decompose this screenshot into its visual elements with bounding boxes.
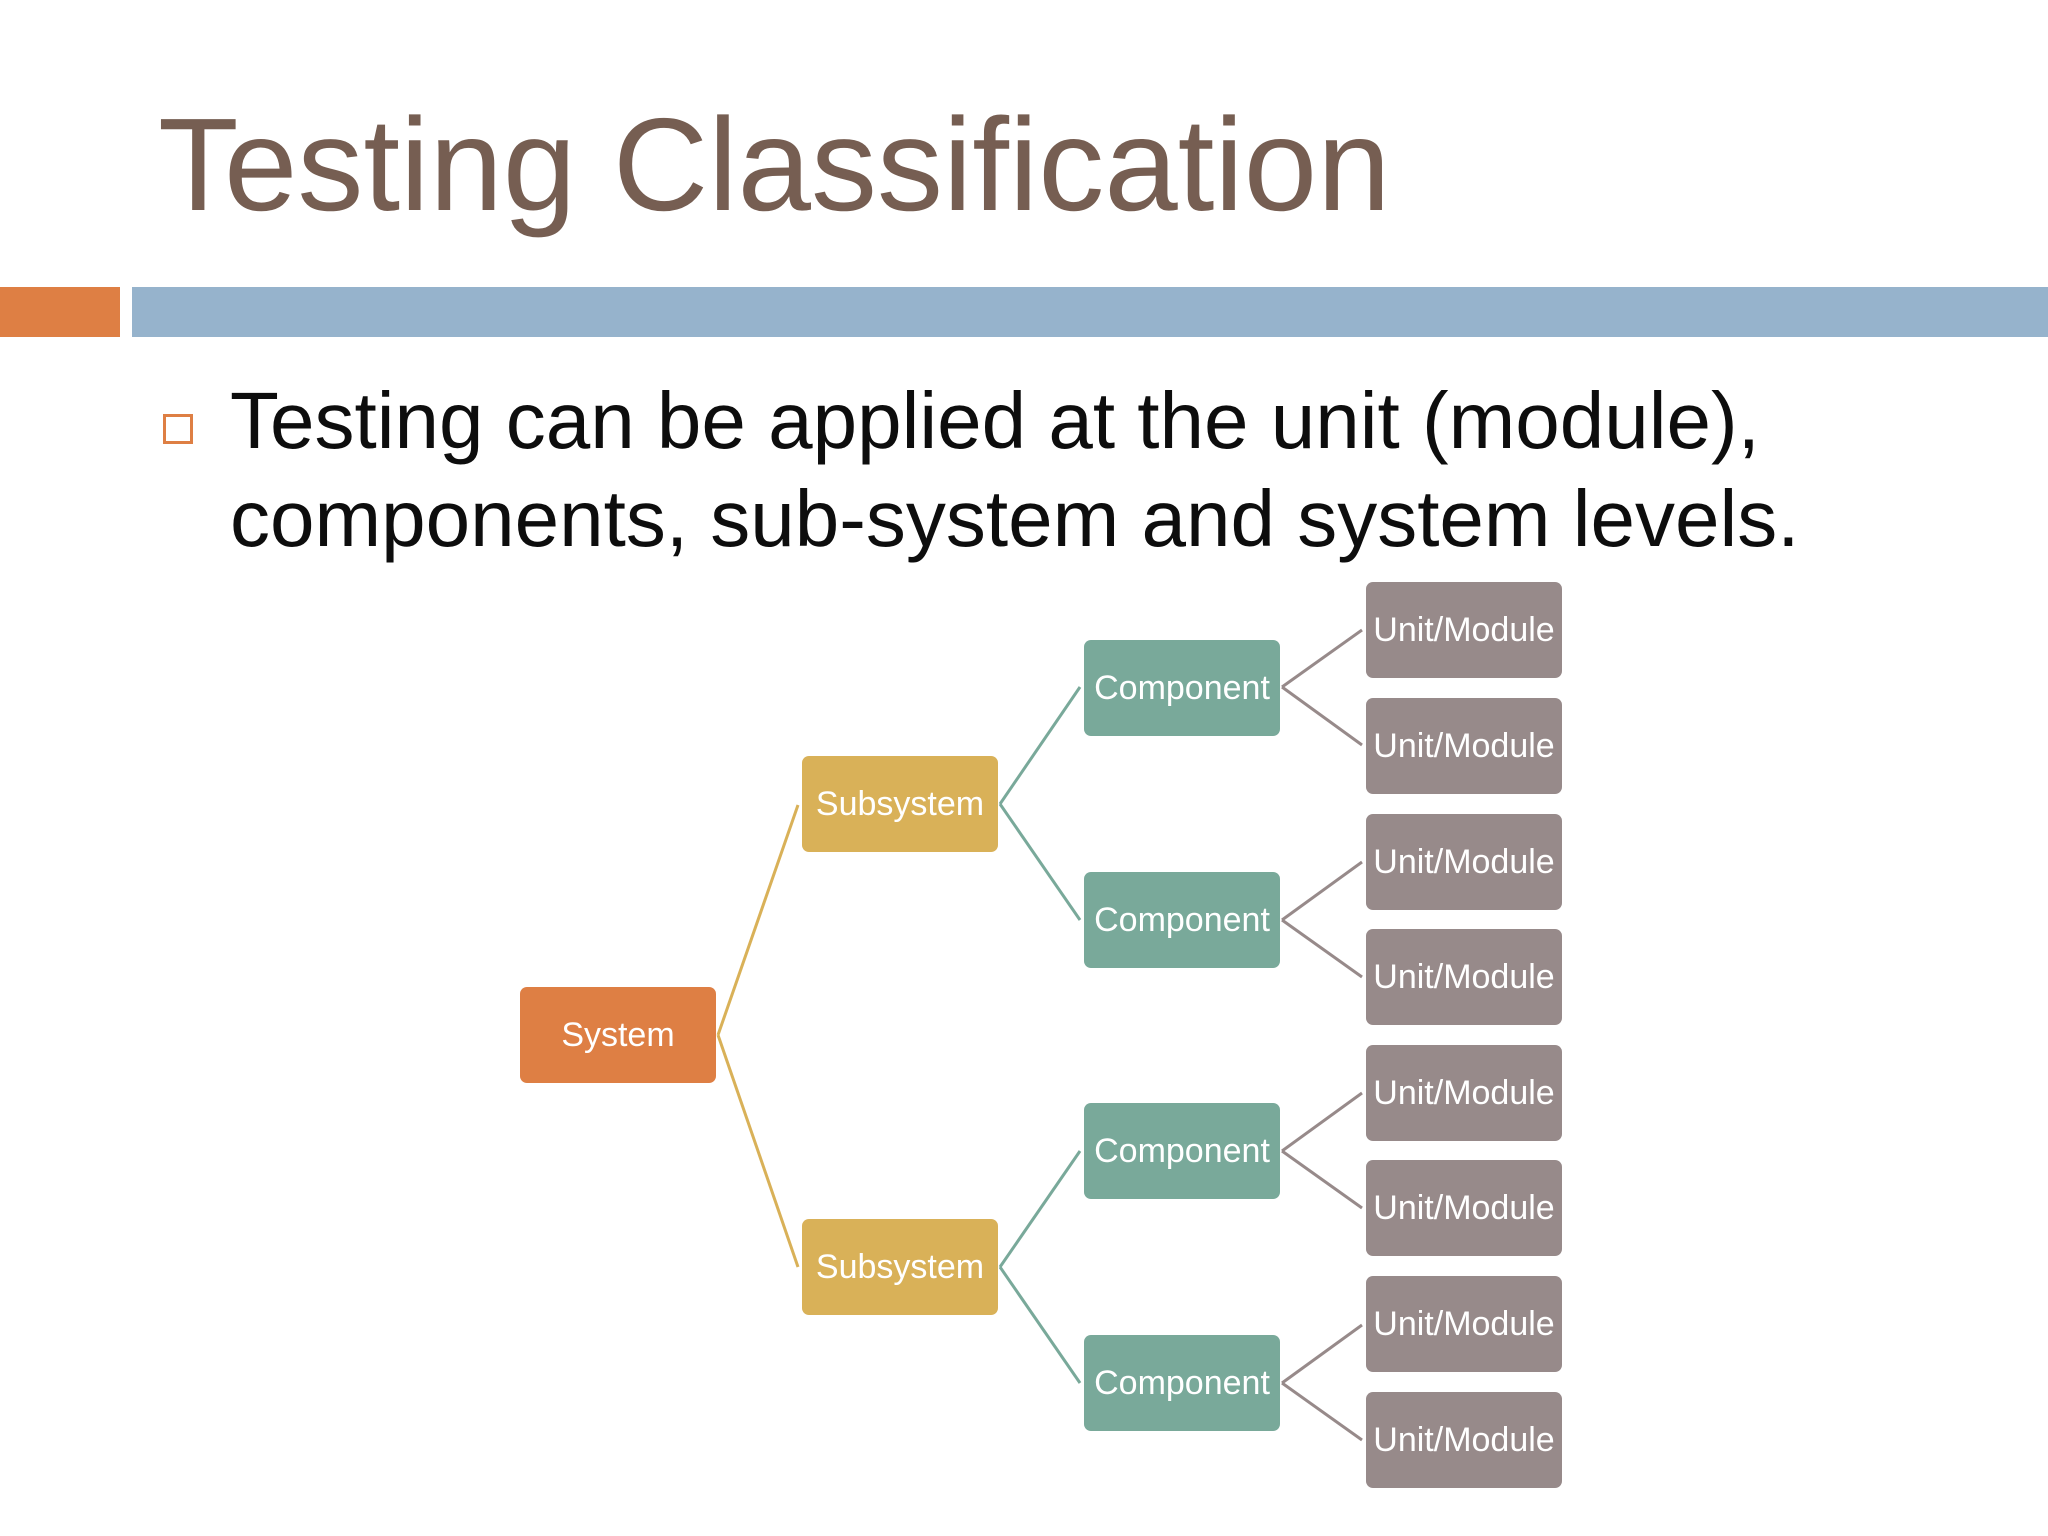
connector-subsystem1-component1 xyxy=(998,686,1082,805)
connector-component3-unit5 xyxy=(1281,1091,1363,1153)
node-unit-module-6: Unit/Module xyxy=(1366,1160,1562,1256)
connector-component3-unit6 xyxy=(1281,1149,1363,1210)
connector-component1-unit2 xyxy=(1281,685,1363,747)
bullet-square-icon xyxy=(163,414,193,444)
node-component-3: Component xyxy=(1084,1103,1280,1199)
node-unit-module-1: Unit/Module xyxy=(1366,582,1562,678)
node-unit-module-5: Unit/Module xyxy=(1366,1045,1562,1141)
node-component-2: Component xyxy=(1084,872,1280,968)
connector-subsystem2-component3 xyxy=(998,1150,1082,1268)
accent-bar-orange xyxy=(0,287,120,337)
connector-component4-unit8 xyxy=(1281,1381,1363,1442)
connector-component2-unit3 xyxy=(1281,860,1363,922)
connector-subsystem1-component2 xyxy=(998,803,1082,921)
slide-title: Testing Classification xyxy=(158,91,1391,238)
connector-system-subsystem-1 xyxy=(716,804,800,1036)
node-unit-module-4: Unit/Module xyxy=(1366,929,1562,1025)
connector-subsystem2-component4 xyxy=(998,1266,1082,1384)
connector-component2-unit4 xyxy=(1281,918,1363,979)
connector-component1-unit1 xyxy=(1281,628,1363,689)
node-system: System xyxy=(520,987,716,1083)
node-unit-module-3: Unit/Module xyxy=(1366,814,1562,910)
accent-bar-blue xyxy=(132,287,2048,337)
node-component-4: Component xyxy=(1084,1335,1280,1431)
node-unit-module-8: Unit/Module xyxy=(1366,1392,1562,1488)
connector-component4-unit7 xyxy=(1281,1323,1363,1385)
node-unit-module-2: Unit/Module xyxy=(1366,698,1562,794)
connector-system-subsystem-2 xyxy=(716,1034,800,1268)
node-subsystem-2: Subsystem xyxy=(802,1219,998,1315)
bullet-text: Testing can be applied at the unit (modu… xyxy=(230,376,1800,563)
node-subsystem-1: Subsystem xyxy=(802,756,998,852)
node-unit-module-7: Unit/Module xyxy=(1366,1276,1562,1372)
node-component-1: Component xyxy=(1084,640,1280,736)
